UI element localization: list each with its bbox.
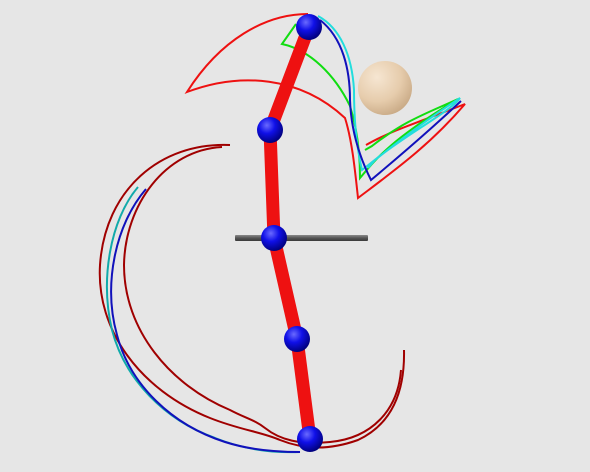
- rod-segment-2: [263, 123, 281, 245]
- joint-5[interactable]: [297, 426, 323, 452]
- target-ball: [358, 61, 412, 115]
- joint-3-pivot[interactable]: [261, 225, 287, 251]
- trail-cyan-upper: [317, 15, 461, 172]
- trail-dark-red-inner: [122, 146, 402, 444]
- rod-segment-3: [267, 231, 304, 346]
- trail-blue-upper: [319, 19, 462, 182]
- joint-1[interactable]: [296, 14, 322, 40]
- trail-blue-lower: [110, 188, 301, 453]
- trail-green: [280, 23, 459, 181]
- pivot-bar: [235, 235, 368, 241]
- trail-red-upper: [184, 13, 466, 200]
- rod-segment-1: [263, 20, 316, 137]
- joint-4[interactable]: [284, 326, 310, 352]
- pendulum-chain: [263, 20, 317, 446]
- joint-2[interactable]: [257, 117, 283, 143]
- rod-segment-4: [290, 332, 317, 446]
- trail-dark-red-outer: [98, 143, 406, 449]
